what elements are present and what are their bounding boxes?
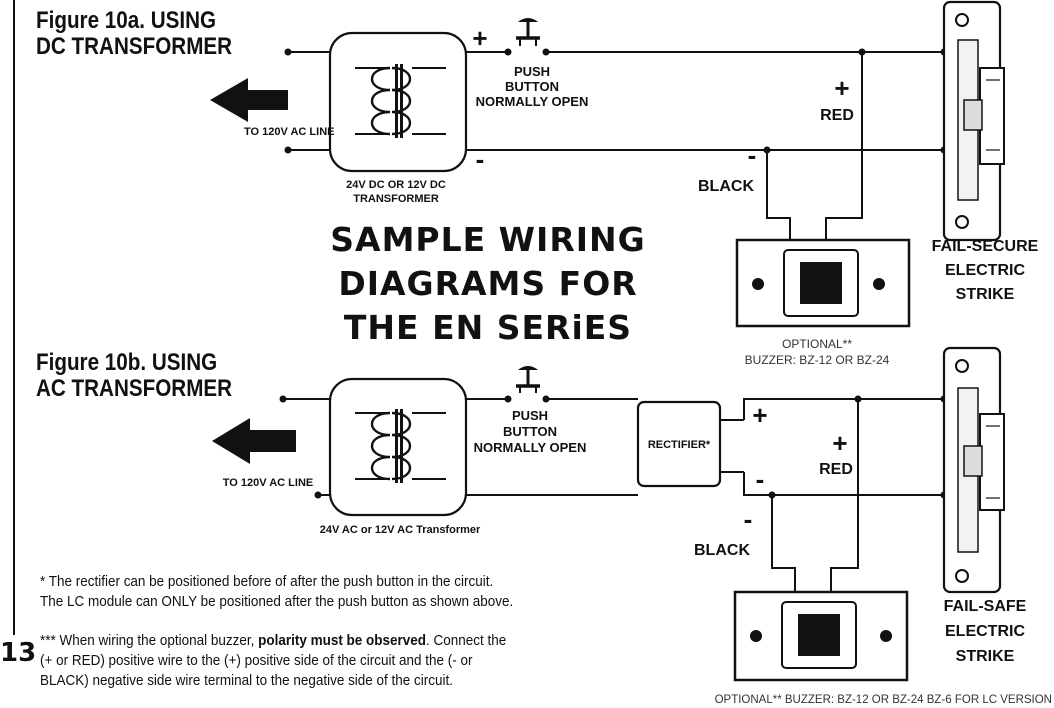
fig-a-push-button-symbol bbox=[516, 18, 540, 40]
fig-a-push-label-2: BUTTON bbox=[505, 79, 559, 94]
fig-b-rectifier-label: RECTIFIER* bbox=[648, 439, 711, 451]
buzzer-note-line-2: (+ or RED) positive wire to the (+) posi… bbox=[40, 653, 473, 669]
fig-b-strike-label-1: FAIL-SAFE bbox=[944, 598, 1027, 615]
fig-a-strike-label-3: STRIKE bbox=[956, 286, 1015, 303]
fig-b-title-line-1: Figure 10b. USING bbox=[36, 349, 218, 376]
figure-10a: TO 120V AC LINE 24V DC OR 12V DC TRANSFO… bbox=[210, 0, 1039, 367]
buzzer-note-line-1: *** When wiring the optional buzzer, pol… bbox=[40, 631, 506, 651]
fig-a-push-label-3: NORMALLY OPEN bbox=[476, 94, 589, 109]
fig-b-red-plus: + bbox=[832, 428, 847, 458]
fig-b-push-button-symbol bbox=[516, 366, 540, 388]
fig-b-wires bbox=[283, 386, 944, 592]
fig-a-buzzer-label-2: BUZZER: BZ-12 OR BZ-24 bbox=[745, 353, 890, 367]
fig-b-buzzer-label: OPTIONAL** BUZZER: BZ-12 OR BZ-24 BZ-6 F… bbox=[715, 694, 1052, 706]
fig-a-red-label: RED bbox=[820, 107, 854, 124]
fig-a-transformer-symbol bbox=[328, 31, 468, 173]
fig-a-transformer-label-2: TRANSFORMER bbox=[353, 193, 439, 205]
figure-10b: TO 120V AC LINE 24V AC or 12V AC Transfo… bbox=[212, 346, 1052, 706]
fig-a-black-label: BLACK bbox=[698, 178, 754, 195]
fig-a-plus-sign: + bbox=[472, 23, 487, 53]
fig-b-rectifier-minus: - bbox=[756, 464, 765, 494]
buzzer-note: *** When wiring the optional buzzer, pol… bbox=[40, 631, 506, 691]
fig-b-strike bbox=[942, 346, 1005, 594]
fig-a-wires bbox=[288, 38, 944, 240]
main-title: SAMPLE WIRING DIAGRAMS FOR THE EN SERiES bbox=[268, 218, 708, 350]
buzzer-note-bold: polarity must be observed bbox=[258, 633, 427, 649]
fig-b-red-label: RED bbox=[819, 461, 853, 478]
fig-a-strike bbox=[942, 0, 1005, 242]
fig-a-strike-label-2: ELECTRIC bbox=[945, 262, 1025, 279]
fig-b-rectifier-box bbox=[636, 400, 722, 488]
buzzer-note-prefix: *** When wiring the optional buzzer, bbox=[40, 633, 259, 649]
fig-a-black-minus: - bbox=[748, 140, 757, 170]
fig-a-title: Figure 10a. USING DC TRANSFORMER bbox=[36, 8, 232, 60]
fig-b-transformer-label: 24V AC or 12V AC Transformer bbox=[320, 524, 481, 536]
fig-a-ac-line-label: TO 120V AC LINE bbox=[244, 126, 334, 138]
fig-a-buzzer-label-1: OPTIONAL** bbox=[782, 337, 852, 351]
buzzer-note-rest: . Connect the bbox=[426, 633, 507, 649]
fig-b-transformer-symbol bbox=[328, 377, 468, 517]
fig-b-title-line-2: AC TRANSFORMER bbox=[36, 375, 233, 402]
page-number: 13 bbox=[0, 638, 37, 668]
fig-a-push-label-1: PUSH bbox=[514, 64, 550, 79]
fig-b-black-minus: - bbox=[744, 504, 753, 534]
main-title-line-1: SAMPLE WIRING bbox=[330, 220, 646, 259]
main-title-line-2: DIAGRAMS FOR bbox=[338, 264, 638, 303]
fig-b-ac-line-label: TO 120V AC LINE bbox=[223, 477, 313, 489]
fig-a-title-line-1: Figure 10a. USING bbox=[36, 7, 217, 34]
fig-a-minus-sign: - bbox=[476, 144, 485, 174]
fig-b-push-label-2: BUTTON bbox=[503, 424, 557, 439]
rectifier-note-line-2: The LC module can ONLY be positioned aft… bbox=[40, 594, 514, 610]
fig-a-title-line-2: DC TRANSFORMER bbox=[36, 33, 233, 60]
fig-b-black-label: BLACK bbox=[694, 542, 750, 559]
fig-a-transformer-label-1: 24V DC OR 12V DC bbox=[346, 179, 446, 191]
fig-b-title: Figure 10b. USING AC TRANSFORMER bbox=[36, 350, 232, 402]
fig-b-strike-label-3: STRIKE bbox=[956, 648, 1015, 665]
fig-b-push-label-1: PUSH bbox=[512, 408, 548, 423]
fig-b-ac-arrow bbox=[212, 418, 296, 464]
fig-a-buzzer bbox=[735, 238, 911, 328]
rectifier-note: * The rectifier can be positioned before… bbox=[40, 572, 513, 612]
fig-b-rectifier-plus: + bbox=[752, 400, 767, 430]
fig-b-buzzer bbox=[733, 590, 909, 682]
fig-b-strike-label-2: ELECTRIC bbox=[945, 623, 1025, 640]
fig-a-ac-arrow bbox=[210, 78, 288, 122]
buzzer-note-line-3: BLACK) negative side wire terminal to th… bbox=[40, 673, 454, 689]
fig-a-strike-label-1: FAIL-SECURE bbox=[932, 238, 1039, 255]
fig-a-red-plus: + bbox=[834, 73, 849, 103]
main-title-line-3: THE EN SERiES bbox=[343, 308, 633, 347]
rectifier-note-line-1: * The rectifier can be positioned before… bbox=[40, 574, 494, 590]
fig-b-push-label-3: NORMALLY OPEN bbox=[474, 440, 587, 455]
